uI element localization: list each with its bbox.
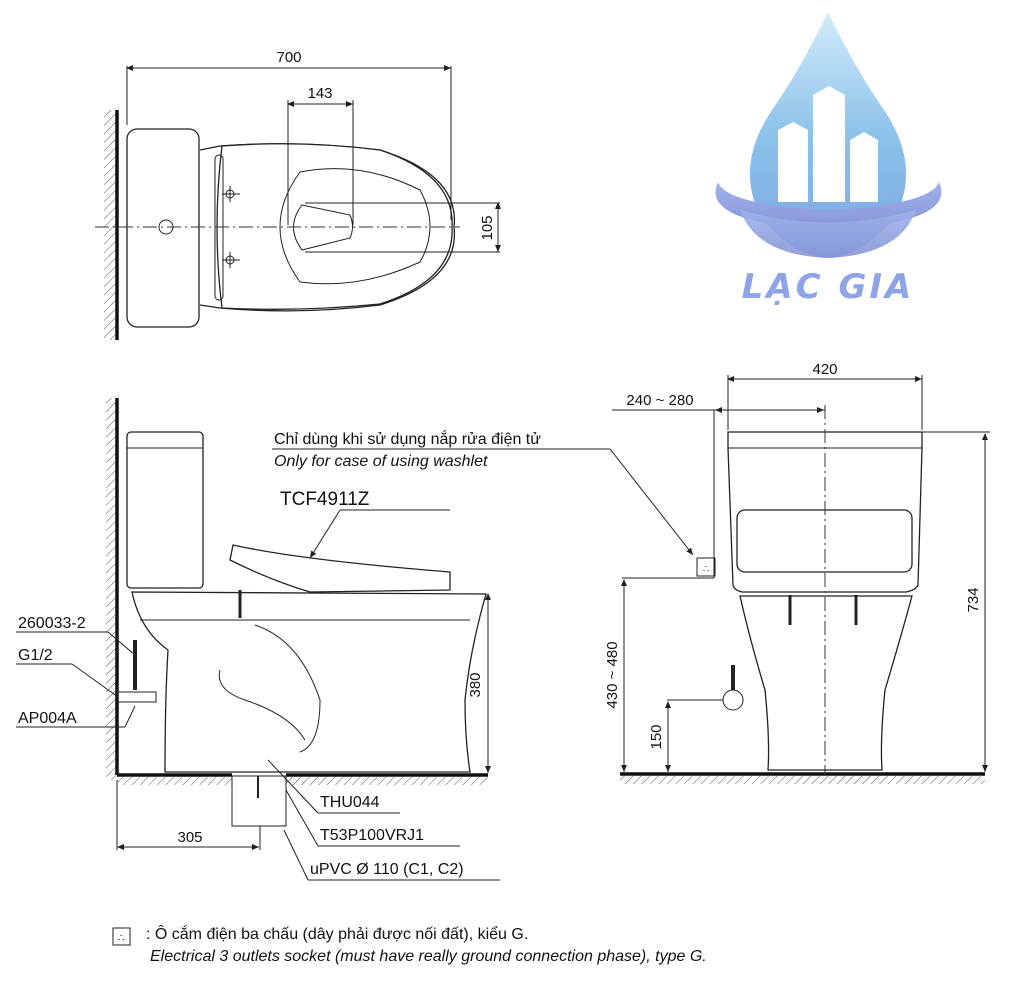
dim-seat-height: 380 bbox=[467, 672, 484, 697]
dim-outlet-width: 105 bbox=[479, 215, 496, 240]
label-seat-model: TCF4911Z bbox=[280, 489, 370, 510]
brand-logo: LẠC GIA bbox=[715, 12, 942, 307]
bowl-front bbox=[739, 595, 913, 771]
front-view: ∴ 420 240 ~ 280 734 430 ~ 480 150 bbox=[604, 361, 990, 784]
dim-rough-in: 305 bbox=[177, 829, 202, 846]
legend-text-en: Electrical 3 outlets socket (must have r… bbox=[150, 948, 707, 965]
bowl-side bbox=[131, 591, 487, 773]
brand-name: LẠC GIA bbox=[742, 267, 915, 307]
dim-socket-height: 430 ~ 480 bbox=[604, 641, 621, 708]
dim-supply-height: 150 bbox=[648, 724, 665, 749]
tank-side bbox=[126, 431, 204, 589]
power-socket-icon bbox=[696, 557, 716, 577]
label-pipe-spec: uPVC Ø 110 (C1, C2) bbox=[310, 861, 464, 878]
tank-top bbox=[126, 128, 200, 328]
svg-text:∴: ∴ bbox=[118, 933, 124, 944]
dim-socket-offset: 240 ~ 280 bbox=[626, 392, 693, 409]
dim-total-height: 734 bbox=[965, 587, 982, 612]
dim-overall-length: 700 bbox=[276, 49, 301, 66]
top-view: 700 143 105 bbox=[95, 49, 501, 340]
note-vi: Chỉ dùng khi sử dụng nắp rửa điện tử bbox=[274, 429, 541, 448]
dim-width: 420 bbox=[812, 361, 837, 378]
washlet-seat-side bbox=[229, 544, 451, 593]
dim-outlet-offset: 143 bbox=[307, 85, 332, 102]
label-hose: 260033-2 bbox=[18, 615, 86, 632]
svg-text:∴: ∴ bbox=[703, 564, 709, 575]
legend-socket-icon: ∴ bbox=[112, 927, 131, 946]
side-view: 380 305 260033-2 G1/2 AP004A TCF4911Z Ch… bbox=[16, 398, 694, 881]
note-en: Only for case of using washlet bbox=[274, 453, 488, 470]
legend-text-vi: : Ô cắm điện ba chấu (dây phải được nối … bbox=[146, 926, 529, 943]
wall-hatch bbox=[104, 110, 116, 340]
label-valve: AP004A bbox=[18, 710, 77, 727]
label-flange: THU044 bbox=[320, 794, 380, 811]
label-drain-pipe: T53P100VRJ1 bbox=[320, 827, 424, 844]
label-thread: G1/2 bbox=[18, 647, 53, 664]
